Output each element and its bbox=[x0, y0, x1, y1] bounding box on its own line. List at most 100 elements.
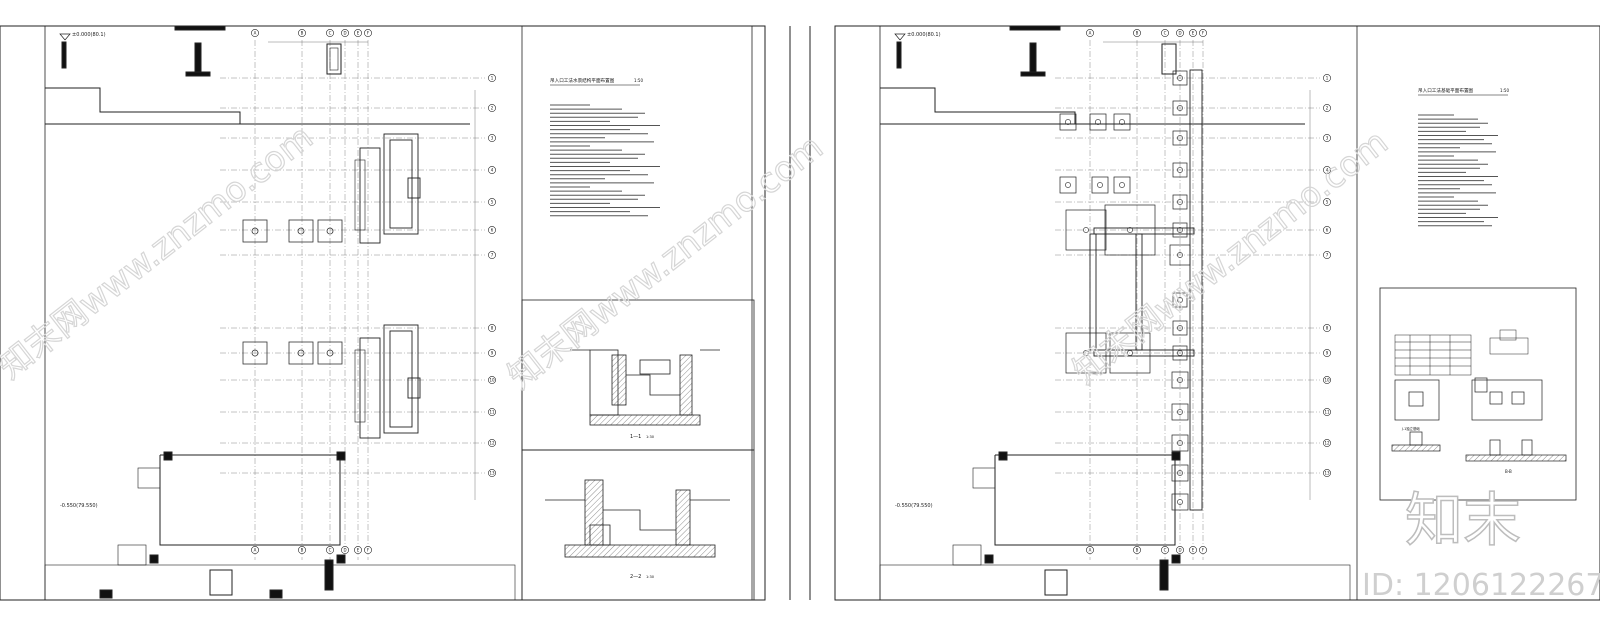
axis-bubble-right bbox=[1323, 324, 1331, 332]
column-marker bbox=[1119, 119, 1125, 125]
foundation-pad bbox=[1172, 222, 1188, 238]
axis-bubble-right bbox=[1323, 469, 1331, 477]
axis-bubble-left bbox=[488, 134, 496, 142]
level-markers-left: ±0.000(80.1) -0.550(79.550) bbox=[59, 32, 106, 509]
axis-bubble-right bbox=[1161, 546, 1169, 554]
axis-bubble-left bbox=[488, 104, 496, 112]
watermark-left: 知末网www.znzmo.com bbox=[0, 117, 321, 387]
foundation-pad bbox=[1169, 244, 1191, 266]
axis-bubble-left bbox=[488, 349, 496, 357]
axis-bubble-left bbox=[298, 546, 306, 554]
axis-bubble-right bbox=[1323, 198, 1331, 206]
axis-number-right: 12 bbox=[1324, 441, 1330, 446]
axis-bubble-right bbox=[1133, 29, 1141, 37]
axis-letter-right: B bbox=[1136, 31, 1139, 36]
notes-panel-left: 吊入口工法水景结构平面布置图 1:50 bbox=[550, 77, 660, 217]
column-marker bbox=[1177, 297, 1183, 303]
column-marker bbox=[1177, 199, 1183, 205]
id-label: ID: 1206122267 bbox=[1362, 568, 1600, 603]
axis-number-left: 10 bbox=[489, 378, 495, 383]
foundation-pad bbox=[1171, 371, 1189, 389]
axis-number-right: 8 bbox=[1326, 326, 1329, 331]
axis-number-left: 11 bbox=[489, 410, 495, 415]
axis-number-left: 7 bbox=[491, 253, 494, 258]
axis-bubble-right bbox=[1176, 29, 1184, 37]
axis-letter-right: A bbox=[1089, 548, 1092, 553]
plan-title-right: 吊入口工法基础平面布置图 bbox=[1418, 87, 1474, 94]
axis-letter-left: D bbox=[343, 548, 346, 553]
foundation-pad bbox=[1065, 332, 1107, 374]
section-2-label: 2—2 bbox=[630, 574, 641, 580]
axis-bubble-right bbox=[1323, 349, 1331, 357]
axis-letter-left: A bbox=[254, 31, 257, 36]
foundation-pads-right bbox=[1059, 70, 1191, 511]
foundation-pad bbox=[1172, 292, 1188, 308]
foundation-pad bbox=[1172, 130, 1188, 146]
watermarks: 知末网www.znzmo.com 知末网www.znzmo.com 知末网www… bbox=[0, 117, 1396, 398]
details-footings: J-1独立基础 B-B bbox=[1391, 377, 1567, 474]
axis-bubble-right bbox=[1133, 546, 1141, 554]
details-panel bbox=[1379, 287, 1577, 501]
axis-bubble-right bbox=[1086, 546, 1094, 554]
foundation-pad bbox=[1171, 493, 1189, 511]
axis-bubble-right bbox=[1323, 376, 1331, 384]
notes-panel-right: 吊入口工法基础平面布置图 1:50 bbox=[1418, 87, 1509, 227]
level-bottom-right: -0.550(79.550) bbox=[895, 503, 933, 509]
axis-bubble-left bbox=[364, 546, 372, 554]
axis-number-left: 1 bbox=[491, 76, 494, 81]
column-marker bbox=[1177, 325, 1183, 331]
axis-bubble-right bbox=[1323, 251, 1331, 259]
column-marker bbox=[1177, 470, 1183, 476]
axis-number-left: 9 bbox=[491, 351, 494, 356]
plan-lower-right bbox=[879, 451, 1351, 601]
notes-text-right bbox=[1418, 114, 1498, 227]
axis-number-right: 6 bbox=[1326, 228, 1329, 233]
axis-bubble-left bbox=[341, 546, 349, 554]
section-1-label: 1—1 bbox=[630, 434, 641, 440]
axis-bubble-left bbox=[488, 251, 496, 259]
foundation-pad bbox=[1065, 209, 1107, 251]
axis-bubble-right bbox=[1323, 439, 1331, 447]
axis-bubble-left bbox=[341, 29, 349, 37]
detail-label-2: B-B bbox=[1505, 469, 1512, 474]
axis-letter-right: F bbox=[1202, 548, 1205, 553]
column-marker bbox=[1177, 440, 1183, 446]
section-2-frame bbox=[521, 449, 755, 601]
axis-bubble-left bbox=[488, 74, 496, 82]
axis-bubble-left bbox=[251, 546, 259, 554]
foundation-pad bbox=[1089, 113, 1107, 131]
axis-bubble-right bbox=[1323, 74, 1331, 82]
axis-letter-left: B bbox=[301, 31, 304, 36]
foundation-pad bbox=[1091, 176, 1109, 194]
section-2-drawing: 2—2 1:30 bbox=[545, 479, 730, 580]
foundation-pad bbox=[1113, 113, 1131, 131]
axis-letter-left: F bbox=[367, 548, 370, 553]
column-marker bbox=[1177, 167, 1183, 173]
column-marker bbox=[1177, 252, 1183, 258]
axis-number-right: 11 bbox=[1324, 410, 1330, 415]
axis-bubble-right bbox=[1199, 546, 1207, 554]
axis-number-right: 10 bbox=[1324, 378, 1330, 383]
column-marker bbox=[1065, 182, 1071, 188]
axis-number-left: 13 bbox=[489, 471, 495, 476]
plan-lower-left bbox=[44, 451, 516, 601]
axis-bubble-left bbox=[488, 226, 496, 234]
axis-bubble-left bbox=[488, 198, 496, 206]
axis-bubble-left bbox=[326, 546, 334, 554]
detail-label-1: J-1独立基础 bbox=[1401, 426, 1420, 431]
axis-letter-right: C bbox=[1164, 31, 1167, 36]
column-marker bbox=[1177, 409, 1183, 415]
foundation-pad bbox=[1172, 70, 1188, 86]
axis-number-right: 3 bbox=[1326, 136, 1329, 141]
foundation-pad bbox=[1172, 194, 1188, 210]
axis-letter-right: D bbox=[1178, 31, 1181, 36]
axis-letter-right: F bbox=[1202, 31, 1205, 36]
axis-bubble-left bbox=[488, 439, 496, 447]
axis-bubble-left bbox=[488, 324, 496, 332]
column-marker bbox=[1095, 119, 1101, 125]
column-marker bbox=[1127, 350, 1133, 356]
plan-scale-right: 1:50 bbox=[1500, 88, 1509, 93]
foundation-pad bbox=[1171, 403, 1189, 421]
foundation-pad bbox=[1172, 100, 1188, 116]
